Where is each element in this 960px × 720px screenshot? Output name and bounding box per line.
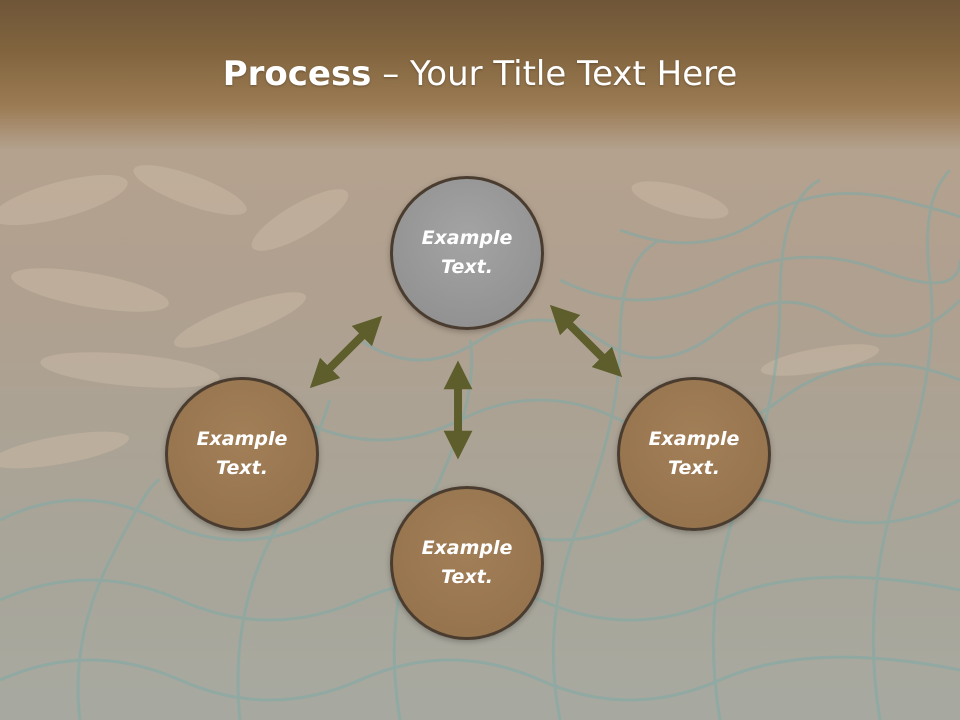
arrow-top-right bbox=[549, 304, 623, 378]
page-title: Process – Your Title Text Here bbox=[0, 52, 960, 96]
node-right-line1: Example bbox=[648, 428, 740, 450]
node-top-line1: Example bbox=[421, 227, 513, 249]
arrow-top-left bbox=[309, 315, 383, 389]
title-bar bbox=[0, 0, 960, 150]
node-left-line2: Text. bbox=[216, 457, 268, 479]
node-right-line2: Text. bbox=[668, 457, 720, 479]
node-bottom-line1: Example bbox=[421, 537, 513, 559]
node-bottom-line2: Text. bbox=[441, 566, 493, 588]
node-top-line2: Text. bbox=[441, 256, 493, 278]
title-rest: – Your Title Text Here bbox=[371, 54, 738, 94]
title-bold: Process bbox=[222, 54, 372, 94]
node-left-line1: Example bbox=[196, 428, 288, 450]
